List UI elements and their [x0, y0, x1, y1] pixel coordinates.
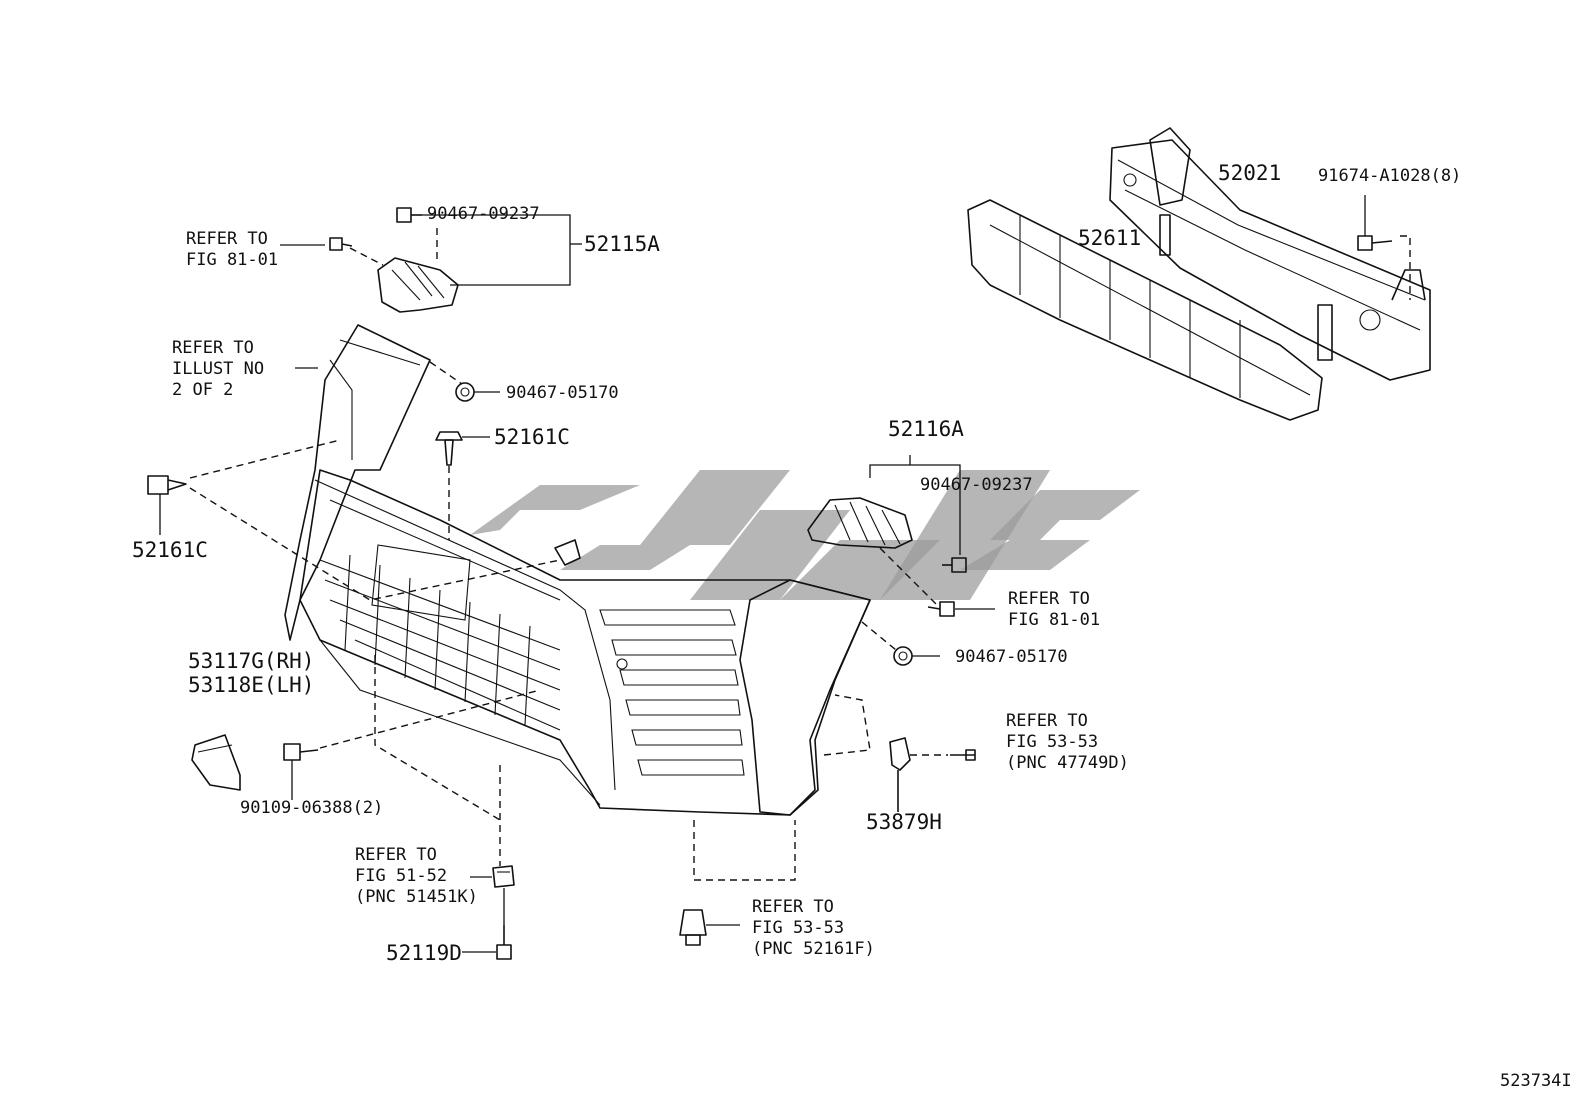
label-refer-fig-81-01-top-2: FIG 81-01: [186, 250, 278, 270]
tow-hook-cover-53117G-53118E: [191, 734, 241, 791]
clip-52161C-left-icon: [147, 475, 187, 495]
label-refer-fig-81-01-right-2: FIG 81-01: [1008, 610, 1100, 630]
label-90467-05170-right: 90467-05170: [955, 647, 1068, 667]
label-refer-illust-1: REFER TO: [172, 338, 254, 358]
label-90467-09237-right: 90467-09237: [920, 475, 1033, 495]
label-refer-fig-51-52-2: FIG 51-52: [355, 866, 447, 886]
nut-90467-05170-right-icon: [893, 646, 913, 666]
bumper-retainer-52115A: [377, 257, 459, 313]
label-90467-05170-top: 90467-05170: [506, 383, 619, 403]
clip-90467-09237-top-icon: [396, 207, 422, 223]
front-bumper-absorber-52611: [967, 199, 1323, 421]
label-52161C-mid: 52161C: [494, 425, 570, 449]
label-refer-fig-53-53-right-2: FIG 53-53: [1006, 732, 1098, 752]
front-bumper-reinforcement-52021: [1109, 127, 1431, 381]
bolt-refer-fig-53-53-right-icon: [950, 749, 976, 761]
label-52611: 52611: [1078, 226, 1141, 250]
screw-refer-fig-81-01-top-icon: [329, 237, 353, 251]
label-90467-09237-top: 90467-09237: [427, 204, 540, 224]
label-52161C-left: 52161C: [132, 538, 208, 562]
label-refer-fig-53-53-right-1: REFER TO: [1006, 711, 1088, 731]
front-bumper-cover: [284, 324, 871, 816]
nut-90467-05170-top-icon: [455, 382, 475, 402]
label-53117G-rh: 53117G(RH): [188, 649, 314, 673]
bumper-retainer-52116A: [807, 497, 913, 549]
label-refer-fig-51-52-1: REFER TO: [355, 845, 437, 865]
clip-refer-fig-53-53-bottom-icon: [679, 909, 707, 946]
label-53879H: 53879H: [866, 810, 942, 834]
bracket-53879H: [889, 737, 911, 812]
label-refer-fig-53-53-bottom-3: (PNC 52161F): [752, 939, 875, 959]
label-52115A: 52115A: [584, 232, 660, 256]
label-53118E-lh: 53118E(LH): [188, 673, 314, 697]
label-52021: 52021: [1218, 161, 1281, 185]
label-refer-fig-81-01-right-1: REFER TO: [1008, 589, 1090, 609]
label-refer-fig-51-52-3: (PNC 51451K): [355, 887, 478, 907]
screw-refer-fig-81-01-right-icon: [927, 601, 955, 617]
label-90109-06388: 90109-06388(2): [240, 798, 383, 818]
clip-90467-09237-right-icon: [942, 557, 967, 573]
label-refer-illust-3: 2 OF 2: [172, 380, 233, 400]
brand-watermark: [470, 470, 1140, 600]
label-refer-fig-53-53-bottom-1: REFER TO: [752, 897, 834, 917]
screw-90109-06388-icon: [283, 743, 319, 761]
clip-refer-fig-51-52-icon: [492, 865, 515, 888]
screw-52119D-icon: [496, 925, 512, 960]
figure-id: 523734I: [1500, 1071, 1572, 1091]
label-refer-fig-53-53-right-3: (PNC 47749D): [1006, 753, 1129, 773]
label-91674-A1028: 91674-A1028(8): [1318, 166, 1461, 186]
label-52119D: 52119D: [386, 941, 462, 965]
label-refer-fig-53-53-bottom-2: FIG 53-53: [752, 918, 844, 938]
label-refer-fig-81-01-top-1: REFER TO: [186, 229, 268, 249]
label-refer-illust-2: ILLUST NO: [172, 359, 264, 379]
clip-52161C-mid-icon: [435, 431, 463, 466]
label-52116A: 52116A: [888, 417, 964, 441]
bolt-91674-icon: [1357, 235, 1393, 251]
